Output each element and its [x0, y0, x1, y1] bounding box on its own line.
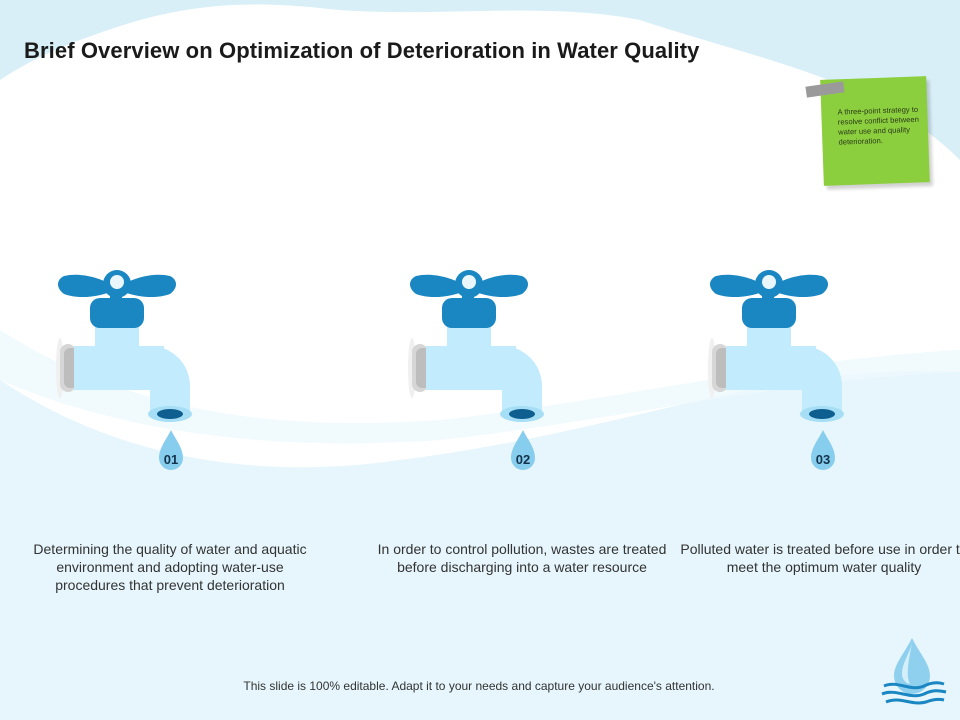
- water-wave-logo-icon: [881, 638, 947, 705]
- step-number-1: 01: [163, 452, 179, 467]
- item-description-2: In order to control pollution, wastes ar…: [377, 541, 667, 575]
- item-description-1: Determining the quality of water and aqu…: [33, 541, 307, 593]
- faucet-icon: [708, 270, 844, 470]
- step-number-2: 02: [515, 452, 531, 467]
- faucet-item-1: 01: [50, 268, 200, 478]
- water-drop-icon: [159, 430, 183, 470]
- faucet-icon: [408, 270, 544, 470]
- faucet-icon: [56, 270, 192, 470]
- step-number-3: 03: [815, 452, 831, 467]
- sticky-note: A three-point strategy to resolve confli…: [805, 76, 934, 190]
- faucet-item-3: 03: [702, 268, 852, 478]
- item-description-3: Polluted water is treated before use in …: [680, 541, 960, 575]
- slide-title: Brief Overview on Optimization of Deteri…: [24, 38, 700, 63]
- footer-note: This slide is 100% editable. Adapt it to…: [243, 679, 715, 693]
- faucet-item-2: 02: [402, 268, 552, 478]
- water-drop-icon: [511, 430, 535, 470]
- sticky-note-text: A three-point strategy to resolve confli…: [837, 104, 919, 147]
- water-drop-icon: [811, 430, 835, 470]
